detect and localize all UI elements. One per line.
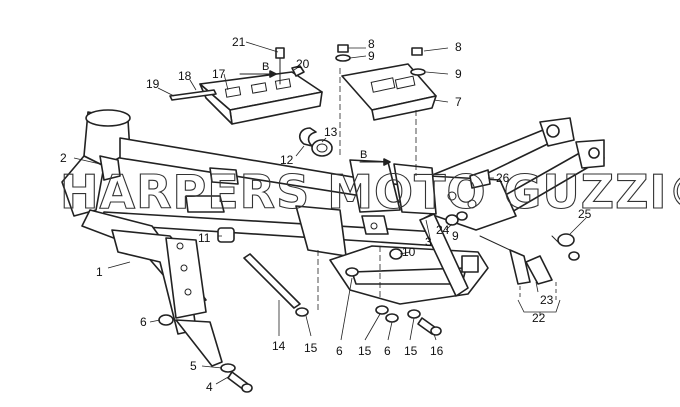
- view-marker-b-top-label: B: [262, 61, 269, 73]
- tray-bolt: [275, 47, 285, 85]
- top-bolt-left: [337, 44, 349, 53]
- callout-8-right: 8: [455, 40, 462, 54]
- callout-14: 14: [272, 339, 286, 353]
- callout-21: 21: [232, 35, 246, 49]
- bushing-11: [217, 227, 235, 243]
- callout-12: 12: [280, 153, 294, 167]
- callout-25: 25: [578, 207, 592, 221]
- callout-10: 10: [402, 245, 416, 259]
- bolt-4: [227, 371, 253, 393]
- bolt-16: [417, 317, 442, 336]
- view-marker-b-top: B: [239, 61, 277, 78]
- clamp-13: [311, 139, 333, 157]
- callout-15-left: 15: [304, 341, 318, 355]
- callout-24: 24: [436, 223, 450, 237]
- cover-plate: [341, 63, 437, 121]
- callout-5: 5: [190, 359, 197, 373]
- callout-20: 20: [296, 57, 310, 71]
- callout-13: 13: [324, 125, 338, 139]
- callout-numbers: 21 17 18 19 20 8 9 8 9 7 2 13 12 11 1 6 …: [60, 35, 592, 394]
- retaining-strap: [169, 89, 217, 101]
- view-marker-b-mid: B: [359, 149, 391, 166]
- callout-6-mid: 6: [384, 344, 391, 358]
- callout-6-left: 6: [140, 315, 147, 329]
- callout-16: 16: [430, 344, 444, 358]
- top-bolt-right: [411, 47, 423, 56]
- long-stud: [243, 253, 309, 317]
- callout-11: 11: [198, 231, 211, 245]
- callout-8-left: 8: [368, 37, 375, 51]
- watermark-text: HARPERS MOTO GUZZI©: [60, 165, 680, 219]
- callout-26: 26: [496, 171, 510, 185]
- bolt-26: [469, 169, 491, 189]
- callout-23: 23: [540, 293, 554, 307]
- callout-15-right: 15: [404, 344, 418, 358]
- callout-9-right: 9: [455, 67, 462, 81]
- callout-6-centre: 6: [336, 344, 343, 358]
- callout-7: 7: [455, 95, 462, 109]
- clamp-12: [298, 127, 317, 147]
- callout-17: 17: [212, 67, 226, 81]
- callout-9-lower: 9: [452, 229, 459, 243]
- callout-18: 18: [178, 69, 192, 83]
- callout-4: 4: [206, 380, 213, 394]
- callout-2: 2: [60, 151, 67, 165]
- battery-tray: [199, 71, 323, 125]
- callout-1: 1: [96, 265, 103, 279]
- callout-3: 3: [425, 235, 432, 249]
- bolt-3: [423, 213, 433, 219]
- nut-6-centre: [345, 267, 359, 277]
- callout-9-left: 9: [368, 49, 375, 63]
- washer-15-right: [407, 309, 421, 319]
- clamp-2: [99, 155, 121, 181]
- top-washer-right: [410, 68, 426, 76]
- top-washer-left: [335, 54, 351, 62]
- callout-19: 19: [146, 77, 160, 91]
- nut-6-left: [158, 314, 174, 326]
- washer-5: [220, 363, 236, 373]
- tray-nut: [291, 65, 305, 77]
- nut-24: [445, 214, 459, 226]
- leader-lines: [73, 41, 587, 385]
- nut-6-mid: [385, 313, 399, 323]
- callout-22: 22: [532, 311, 546, 325]
- callout-15-mid: 15: [358, 344, 372, 358]
- spring-25: [551, 233, 580, 261]
- washer-9-right: [456, 211, 468, 221]
- side-stand-pivot: [479, 235, 553, 285]
- washer-15-mid: [375, 305, 389, 315]
- view-marker-b-mid-label: B: [360, 149, 367, 161]
